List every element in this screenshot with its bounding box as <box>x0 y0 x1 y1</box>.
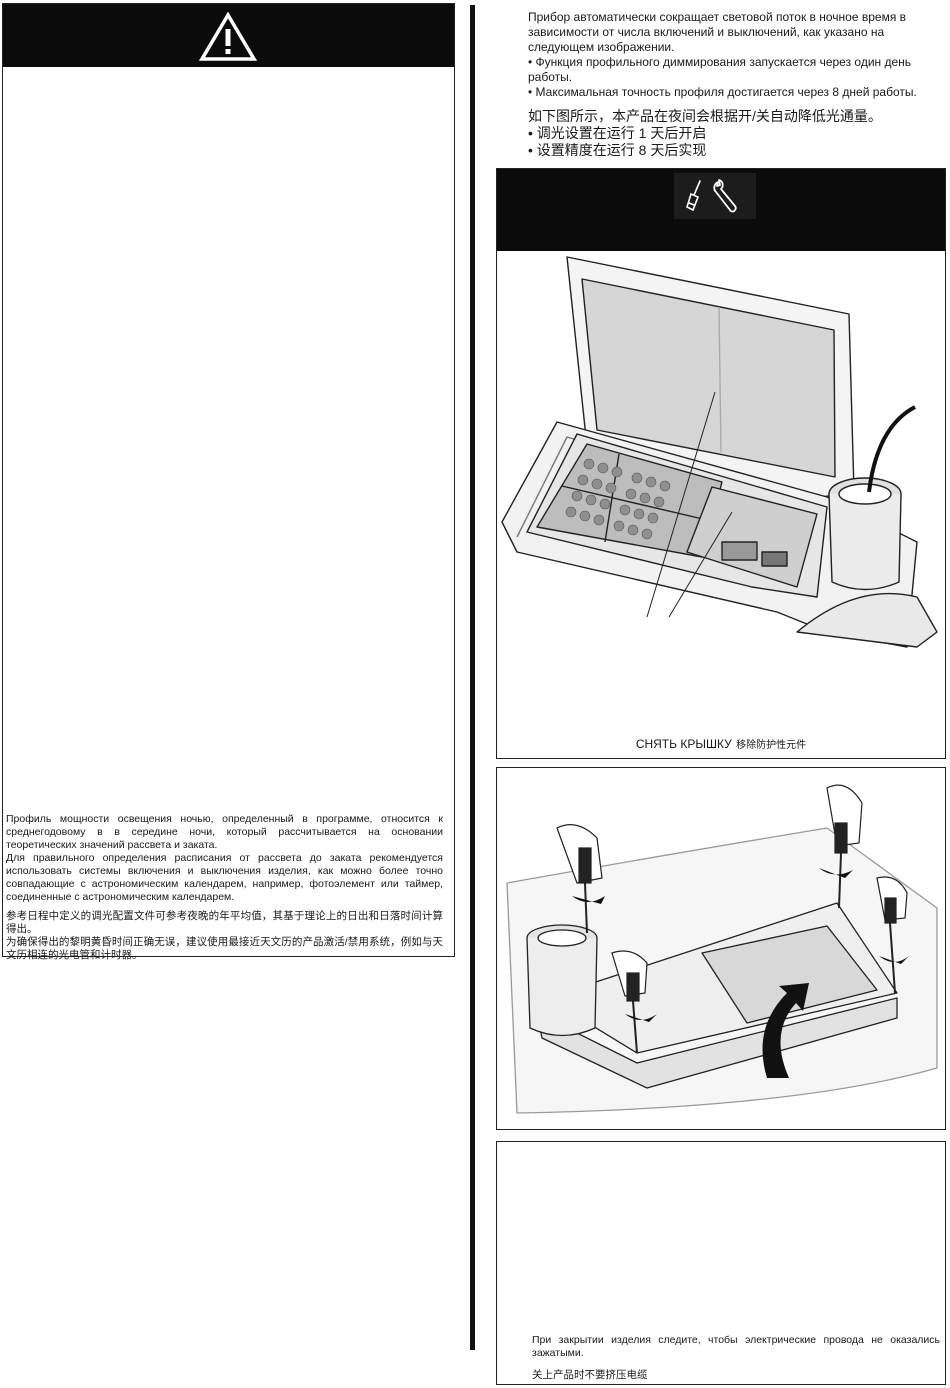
figure1-caption-cn: 移除防护性元件 <box>736 740 807 751</box>
left-ru-paragraph-1: Профиль мощности освещения ночью, опреде… <box>6 813 443 851</box>
left-warning-panel <box>2 3 455 957</box>
left-warning-header <box>3 4 454 67</box>
left-ru-paragraph-2: Для правильного определения расписания о… <box>6 852 443 903</box>
cn-bullet-1: 调光设置在运行 1 天后开启 <box>528 125 938 142</box>
figure1-caption-ru: СНЯТЬ КРЫШКУ <box>635 737 732 751</box>
screwdriver-wrench-icon <box>686 179 737 213</box>
open-luminaire-drawing <box>501 256 938 648</box>
bottom-note-cn: 关上产品时不要挤压电缆 <box>532 1369 648 1381</box>
left-cn-paragraph-1: 参考日程中定义的调光配置文件可参考夜晚的年平均值，其基于理论上的日出和日落时间计… <box>6 910 443 935</box>
cn-intro-text: 如下图所示，本产品在夜间会根据开/关自动降低光通量。 <box>528 108 882 124</box>
column-divider <box>470 5 475 1350</box>
figure-close-note-panel <box>496 1141 946 1385</box>
ru-bullet-1: Функция профильного диммирования запуска… <box>528 55 938 85</box>
ru-intro-text: Прибор автоматически сокращает световой … <box>528 10 907 54</box>
warning-triangle-icon <box>199 12 257 61</box>
ru-bullet-2: Максимальная точность профиля достигаетс… <box>528 85 938 100</box>
left-cn-paragraph-2: 为确保得出的黎明黄昏时间正确无误，建议使用最接近天文历的产品激活/禁用系统，例如… <box>6 936 443 961</box>
closing-screws-drawing <box>506 784 938 1114</box>
tools-header <box>497 169 945 251</box>
cn-bullet-2: 设置精度在运行 8 天后实现 <box>528 142 938 159</box>
tools-icon-tile <box>674 173 756 219</box>
bottom-note-ru: При закрытии изделия следите, чтобы элек… <box>532 1334 940 1359</box>
